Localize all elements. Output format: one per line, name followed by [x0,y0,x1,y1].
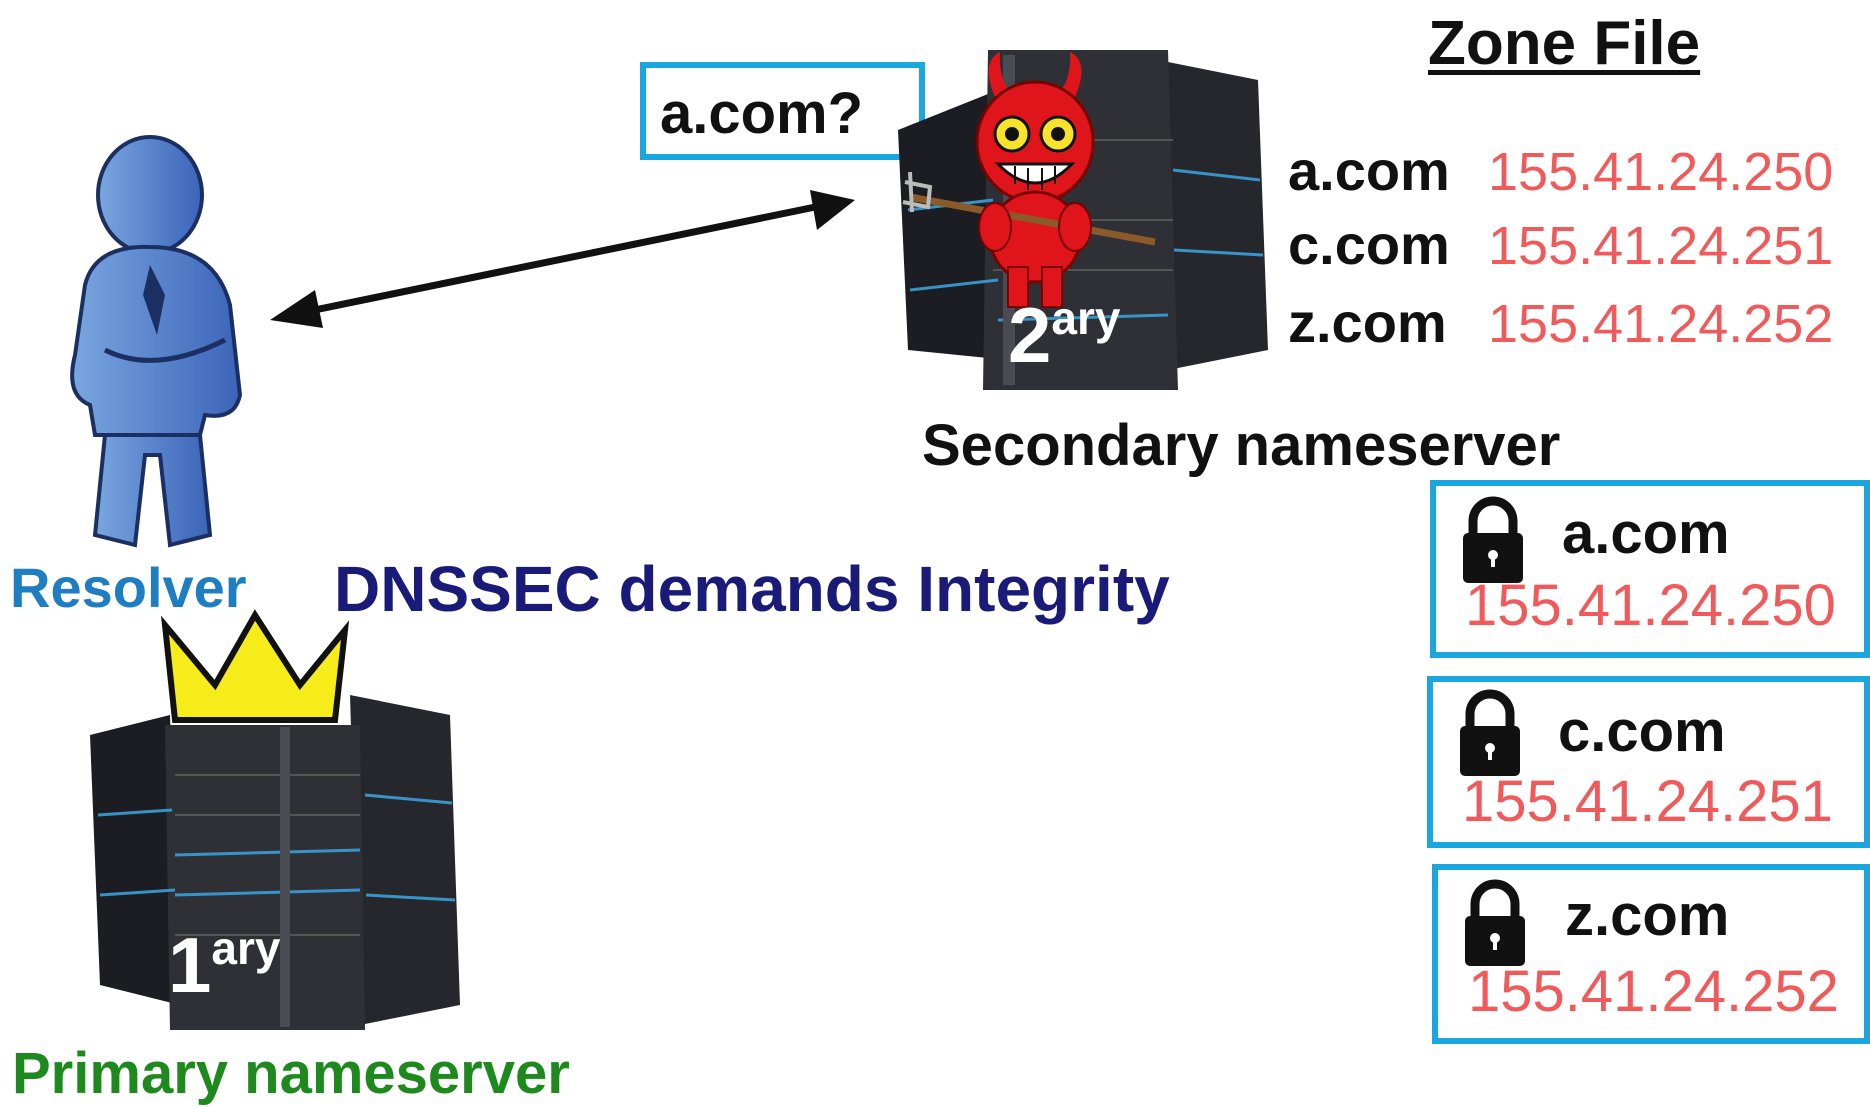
lock-icon [1457,688,1523,783]
clipped-title-fragment [160,0,510,2]
primary-label: Primary nameserver [12,1041,570,1106]
primary-tag: 1ary [168,921,281,1009]
devil-icon [900,52,1170,327]
lock-icon [1460,495,1526,590]
secondary-label: Secondary nameserver [922,413,1561,478]
crown-icon [155,600,355,730]
query-text: a.com? [660,81,864,146]
signed-record-domain: c.com [1558,699,1726,764]
signed-record-domain: z.com [1565,883,1730,948]
person-icon [65,135,255,560]
resolver-label: Resolver [10,556,247,619]
double-arrow-icon [265,190,865,335]
signed-record-ip: 155.41.24.250 [1465,573,1836,638]
zone-file-title: Zone File [1428,9,1701,78]
lock-icon [1462,878,1528,973]
signed-record-domain: a.com [1562,501,1730,566]
dnssec-statement: DNSSEC demands Integrity [334,553,1170,625]
signed-record-ip: 155.41.24.252 [1468,959,1839,1024]
query-box [640,62,925,160]
secondary-tag: 2ary [1008,291,1121,379]
server-icon [90,695,460,1030]
primary-server [80,685,470,1040]
signed-record-ip: 155.41.24.251 [1462,769,1833,834]
